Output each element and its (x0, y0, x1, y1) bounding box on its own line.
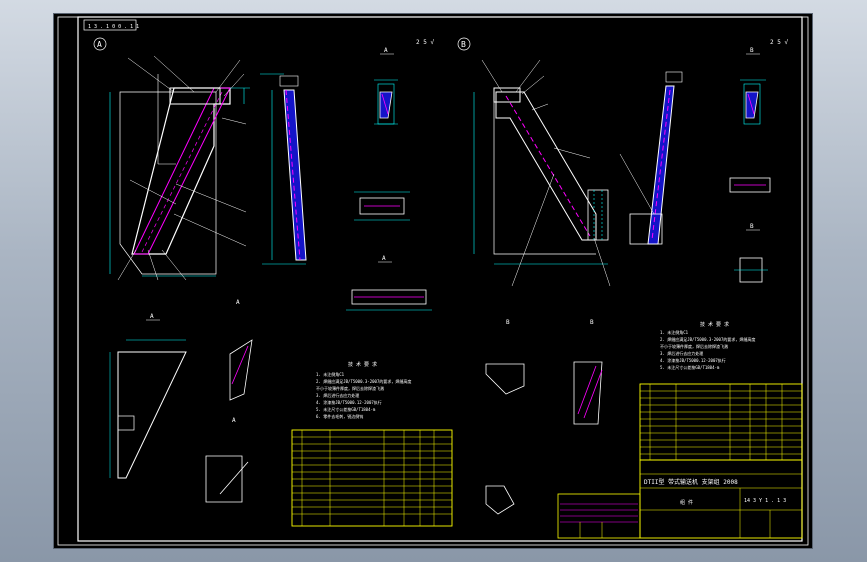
view-b-roughness: 2 5 √ (770, 39, 788, 46)
title-block-drawing-no: 14 3 Y 1 . 1 3 (744, 498, 786, 504)
svg-text:A: A (236, 299, 240, 306)
svg-text:B: B (750, 47, 754, 54)
notes-right-line-0: 1. 未注倒角C1 (660, 329, 689, 335)
notes-left-line-1: 2. 焊缝应满足JB/T5000.3-2007的要求，焊缝高度 (316, 378, 411, 384)
notes-right: 技 术 要 求 1. 未注倒角C1 2. 焊缝应满足JB/T5000.3-200… (660, 321, 755, 370)
parts-list-left (291, 429, 453, 527)
notes-right-line-4: 4. 涂漆按JB/T5000.12-2007执行 (660, 357, 726, 363)
title-block-title: DTII型 带式输送机 支架组 2008 (644, 478, 738, 486)
notes-left-line-2: 不小于较薄件厚度，焊后去除焊渣飞溅 (316, 385, 384, 391)
view-a-roughness: 2 5 √ (416, 39, 434, 46)
svg-text:A: A (384, 47, 388, 54)
svg-text:A: A (232, 417, 236, 424)
notes-left-line-5: 5. 未注尺寸公差按GB/T1804-m (316, 406, 376, 412)
section-details-b: B B (729, 47, 771, 283)
title-block: DTII型 带式输送机 支架组 2008 14 3 Y 1 . 1 3 组 件 (557, 383, 803, 539)
header-tag-box (83, 19, 137, 31)
view-b-label: B (461, 40, 466, 49)
notes-left: 技 术 要 求 1. 未注倒角C1 2. 焊缝应满足JB/T5000.3-200… (316, 361, 411, 419)
svg-text:B: B (590, 319, 594, 326)
notes-left-line-0: 1. 未注倒角C1 (316, 371, 345, 377)
notes-left-line-4: 4. 涂漆按JB/T5000.12-2007执行 (316, 399, 382, 405)
title-block-name: 组 件 (680, 499, 693, 506)
notes-right-line-2: 不小于较薄件厚度，焊后去除焊渣飞溅 (660, 343, 728, 349)
notes-left-title: 技 术 要 求 (348, 361, 377, 368)
notes-right-title: 技 术 要 求 (700, 321, 729, 328)
svg-text:B: B (750, 223, 754, 230)
cad-drawing-sheet: 1 3 . 1 0 0 . 1 1 A 2 5 √ (57, 16, 809, 546)
gusset-details-a: A A A (109, 299, 253, 503)
view-b: B 2 5 √ (457, 37, 788, 287)
notes-right-line-5: 5. 未注尺寸公差按GB/T1804-m (660, 364, 720, 370)
svg-text:B: B (506, 319, 510, 326)
svg-text:A: A (150, 313, 154, 320)
header-tag: 1 3 . 1 0 0 . 1 1 (88, 24, 139, 30)
section-details-a: A A (346, 47, 432, 311)
gusset-details-b: B B (485, 319, 603, 515)
notes-right-line-1: 2. 焊缝应满足JB/T5000.3-2007的要求，焊缝高度 (660, 336, 755, 342)
inner-frame (77, 16, 803, 542)
svg-text:A: A (382, 255, 386, 262)
view-a: A 2 5 √ (93, 37, 434, 281)
notes-right-line-3: 3. 焊后进行去应力处理 (660, 350, 703, 356)
cad-viewport[interactable]: 1 3 . 1 0 0 . 1 1 A 2 5 √ (54, 14, 812, 548)
notes-left-line-3: 3. 焊后进行去应力处理 (316, 392, 359, 398)
notes-left-line-6: 6. 零件去毛刺，锐边倒钝 (316, 413, 363, 419)
view-a-label: A (97, 40, 102, 49)
